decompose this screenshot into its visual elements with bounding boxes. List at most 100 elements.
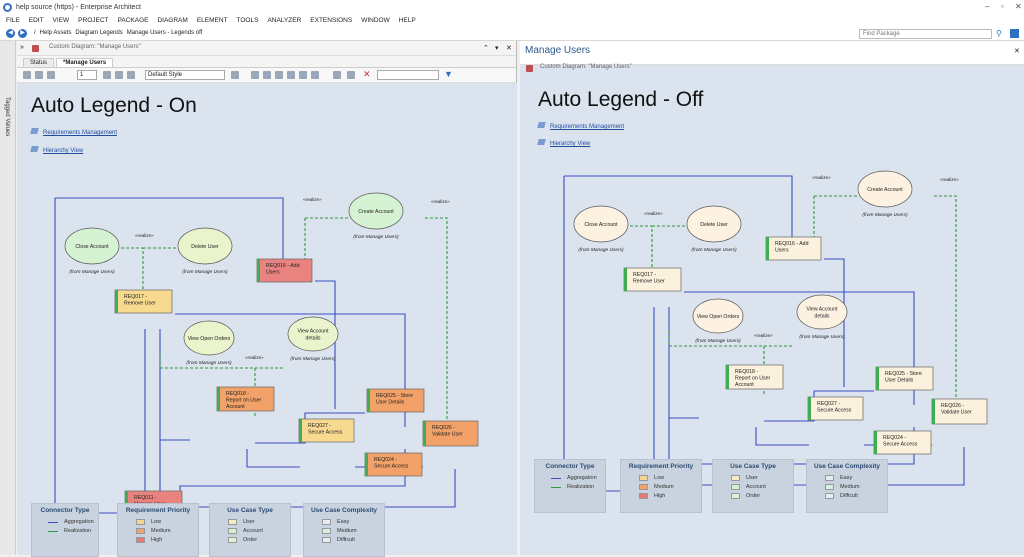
link-requirements-management[interactable]: Requirements Management: [30, 128, 117, 136]
menu-package[interactable]: PACKAGE: [117, 17, 149, 24]
menu-view[interactable]: VIEW: [52, 17, 70, 24]
usecase-view-account-details[interactable]: [796, 294, 848, 330]
align-icon-6[interactable]: [311, 71, 319, 79]
pin-icon[interactable]: ⌃: [483, 45, 489, 52]
toolbar-icon-1[interactable]: [23, 71, 31, 79]
legend-item-label: Low: [151, 519, 162, 525]
menu-window[interactable]: WINDOW: [361, 17, 390, 24]
menu-diagram[interactable]: DIAGRAM: [157, 17, 188, 24]
usecase-close-account[interactable]: [64, 227, 120, 265]
tab-status[interactable]: Status: [23, 58, 55, 67]
legend-item: Aggregation: [551, 475, 597, 481]
minimize-icon[interactable]: –: [985, 2, 990, 11]
menu-project[interactable]: PROJECT: [78, 17, 109, 24]
menu-extensions[interactable]: EXTENSIONS: [310, 17, 353, 24]
right-diagram-title: Auto Legend - Off: [538, 88, 704, 111]
toolbar-icon-7[interactable]: [231, 71, 239, 79]
breadcrumb-diagram-legends[interactable]: Diagram Legends: [75, 30, 123, 36]
breadcrumb-manage-users[interactable]: Manage Users - Legends off: [126, 30, 203, 36]
req-026[interactable]: [931, 398, 988, 425]
toolbar-icon-9[interactable]: [347, 71, 355, 79]
legend-item-label: High: [151, 537, 163, 543]
toolbar-icon-6[interactable]: [127, 71, 135, 79]
expand-icon[interactable]: »: [20, 44, 24, 51]
menu-chevron-icon[interactable]: ▾: [495, 45, 499, 52]
back-icon[interactable]: ◀: [6, 29, 15, 38]
req-011-label: REQ011 -: [134, 495, 157, 501]
align-icon-4[interactable]: [287, 71, 295, 79]
align-icon-5[interactable]: [299, 71, 307, 79]
toolbar-icon-8[interactable]: [333, 71, 341, 79]
link-hierarchy-view[interactable]: Hierarchy View: [537, 139, 590, 147]
req-018[interactable]: [725, 364, 784, 390]
zoom-stepper[interactable]: 1: [77, 70, 97, 80]
legend-swatch: [228, 519, 237, 525]
style-dropdown[interactable]: Default Style: [145, 70, 225, 80]
close-icon[interactable]: ✕: [1015, 2, 1022, 11]
legend-swatch: [228, 537, 237, 543]
align-icon-1[interactable]: [251, 71, 259, 79]
usecase-view-open-orders[interactable]: [183, 320, 235, 356]
usecase-view-account-details[interactable]: [287, 316, 339, 352]
legend-title: Use Case Type: [730, 463, 776, 470]
search-icon[interactable]: ⚲: [996, 29, 1002, 38]
legend-item-label: Medium: [337, 528, 357, 534]
find-package-input[interactable]: Find Package: [859, 29, 992, 39]
tagged-values-tab[interactable]: Tagged Values: [4, 97, 10, 137]
filter-icon[interactable]: ▼: [444, 69, 453, 79]
req-025-label: REQ025 - Store: [885, 371, 922, 377]
forward-icon[interactable]: ▶: [18, 29, 27, 38]
link-hierarchy-view[interactable]: Hierarchy View: [30, 146, 83, 154]
usecase-view-open-orders[interactable]: [692, 298, 744, 334]
realize-label: «realize»: [644, 211, 663, 216]
side-strip: Tagged Values: [0, 41, 16, 555]
toolbar-icon-3[interactable]: [47, 71, 55, 79]
legend-item: Medium: [639, 484, 674, 490]
req-024-marker: [365, 453, 368, 476]
toolbar-icon-2[interactable]: [35, 71, 43, 79]
req-026[interactable]: [422, 420, 479, 447]
menu-edit[interactable]: EDIT: [28, 17, 44, 24]
tab-manage-users[interactable]: *Manage Users: [56, 58, 114, 67]
left-diagram-panel: » Custom Diagram: "Manage Users" ⌃ ▾ ✕ S…: [17, 41, 517, 557]
toolbar-icon-4[interactable]: [103, 71, 111, 79]
toolbar-filter-input[interactable]: [377, 70, 439, 80]
usecase-close-account[interactable]: [573, 205, 629, 243]
menu-analyzer[interactable]: ANALYZER: [267, 17, 302, 24]
breadcrumb-root[interactable]: /: [34, 30, 36, 36]
package-icon[interactable]: [1010, 29, 1019, 38]
align-icon-2[interactable]: [263, 71, 271, 79]
align-icon-3[interactable]: [275, 71, 283, 79]
right-diagram-canvas[interactable]: Custom Diagram: "Manage Users" Auto Lege…: [520, 64, 1024, 555]
restore-icon[interactable]: ▫: [1001, 2, 1004, 11]
breadcrumb-help-assets[interactable]: Help Assets: [39, 30, 72, 36]
usecase-delete-user[interactable]: [686, 205, 742, 243]
close-panel-icon[interactable]: ✕: [506, 45, 512, 52]
legend-item-label: Low: [654, 475, 665, 481]
menu-file[interactable]: FILE: [6, 17, 20, 24]
legend-swatch: [136, 537, 145, 543]
usecase-view-open-orders-from: (from Manage Users): [186, 360, 232, 366]
legend-item-label: Difficult: [337, 537, 355, 543]
usecase-delete-user[interactable]: [177, 227, 233, 265]
legend-item: Medium: [322, 528, 357, 534]
realize-label: «realize»: [135, 233, 154, 238]
left-diagram-canvas[interactable]: Auto Legend - On Requirements Management…: [17, 83, 517, 557]
menu-help[interactable]: HELP: [398, 17, 416, 24]
usecase-create-account[interactable]: [857, 170, 913, 208]
link-requirements-management[interactable]: Requirements Management: [537, 122, 624, 130]
menu-element[interactable]: ELEMENT: [196, 17, 228, 24]
req-018[interactable]: [216, 386, 275, 412]
req-016-marker: [766, 237, 769, 260]
legend-item-label: High: [654, 493, 666, 499]
aggregation-connector: [246, 449, 300, 468]
delete-icon[interactable]: ✕: [363, 69, 371, 79]
usecase-create-account[interactable]: [348, 192, 404, 230]
aggregation-connector: [755, 427, 809, 446]
aggregation-connector: [564, 175, 793, 259]
realize-label: «realize»: [812, 175, 831, 180]
close-panel-icon[interactable]: ✕: [1014, 48, 1020, 55]
toolbar-icon-5[interactable]: [115, 71, 123, 79]
left-diagram-svg[interactable]: «realize»«realize»«realize»«realize»Clos…: [17, 83, 517, 555]
menu-tools[interactable]: TOOLS: [236, 17, 259, 24]
